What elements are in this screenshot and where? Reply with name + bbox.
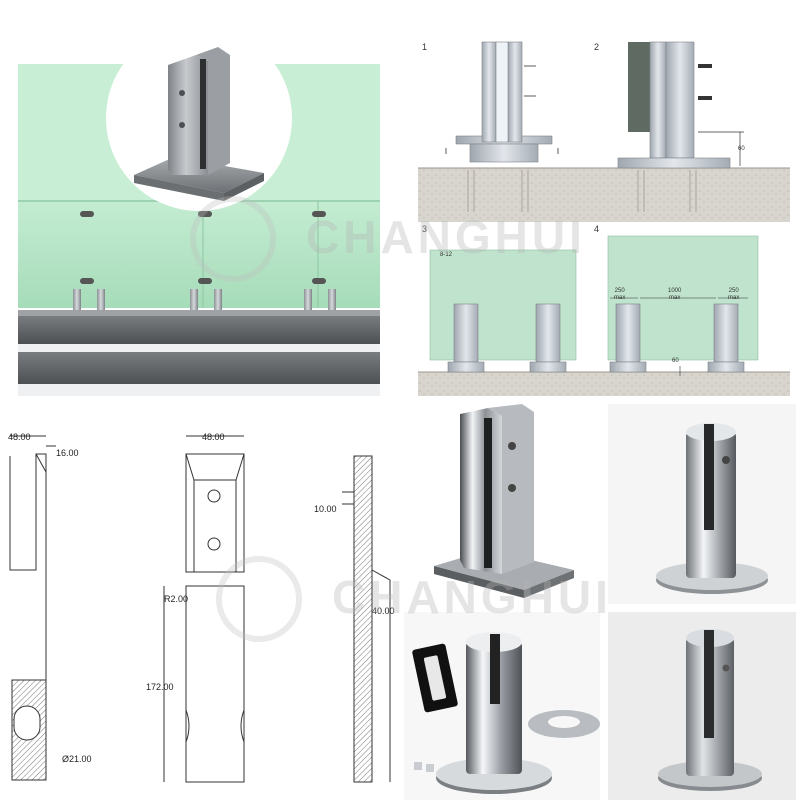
spigot-kit-photo [412,632,600,794]
dim-diameter: Ø21.00 [62,754,92,764]
photo-square-spigot [404,404,600,604]
dim-48-front: 48.00 [202,432,225,442]
dim-48-left: 48.00 [8,432,31,442]
round-spigot-photo [656,423,768,594]
photo-round-spigot [608,404,796,604]
watermark-text-bottom: CHANGHUI [332,571,612,623]
ch-logo-icon [190,196,276,282]
spigot-inset-circle [106,25,292,211]
step-4-number: 4 [594,224,600,234]
dim-40: 40.00 [372,606,395,616]
dim-height: 172.00 [146,682,174,692]
step-1-number: 1 [422,42,428,52]
technical-drawing-lines [9,435,391,783]
ch-logo-icon-2 [216,556,302,642]
watermark-text-top: CHANGHUI [306,211,586,263]
dim-60-top: 60 [738,146,745,152]
square-spigot-render [134,47,264,201]
technical-drawing: 48.00 16.00 48.00 R2.00 172.00 Ø21.00 10… [0,410,400,800]
brushed-spigot-photo [658,629,762,791]
square-spigot-photo [434,404,574,598]
step-3-number: 3 [422,224,428,234]
dim-16: 16.00 [56,448,79,458]
step-2-number: 2 [594,42,600,52]
dim-10: 10.00 [314,504,337,514]
installation-steps-art [418,41,790,396]
dim-60-bottom: 60 [672,358,679,364]
photo-brushed-spigot [608,612,796,800]
dim-radius: R2.00 [164,594,189,604]
photo-spigot-kit [404,612,600,800]
dim-8-12: 8-12 [440,252,453,258]
